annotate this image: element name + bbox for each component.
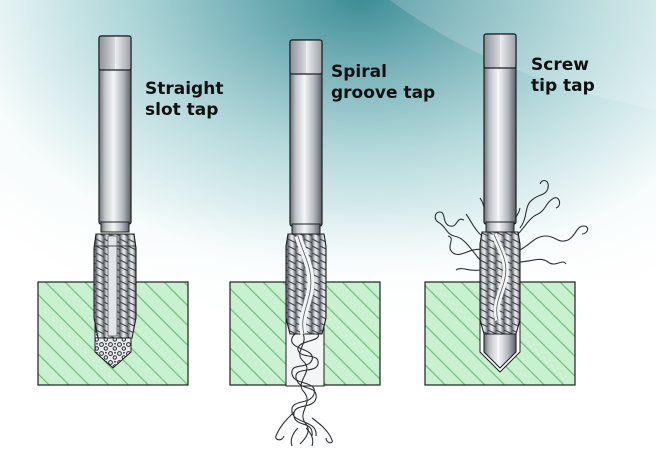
screw-tip-tap (424, 33, 589, 386)
tap-neck (100, 221, 130, 233)
tap-threads (285, 233, 327, 335)
tap-neck (485, 221, 515, 233)
chips-above (434, 179, 589, 271)
label-line-1: Spiral (331, 62, 387, 82)
label-line-1: Straight (145, 79, 224, 99)
tap-square-drive (289, 39, 323, 75)
tap-pilot-tip (483, 333, 517, 369)
straight-flute (107, 235, 118, 337)
label-line-2: tip tap (531, 76, 595, 96)
spiral-groove-tap (229, 39, 381, 447)
tap-neck (291, 223, 321, 235)
label-line-2: slot tap (145, 100, 219, 120)
label-line-1: Screw (531, 55, 589, 75)
straight-slot-tap (37, 35, 189, 386)
tap-square-drive (483, 33, 517, 69)
chips-below (275, 329, 333, 447)
tap-square-drive (98, 35, 132, 71)
background-light-band (390, 0, 656, 110)
label-line-2: groove tap (331, 83, 436, 103)
tap-threads (479, 231, 521, 335)
